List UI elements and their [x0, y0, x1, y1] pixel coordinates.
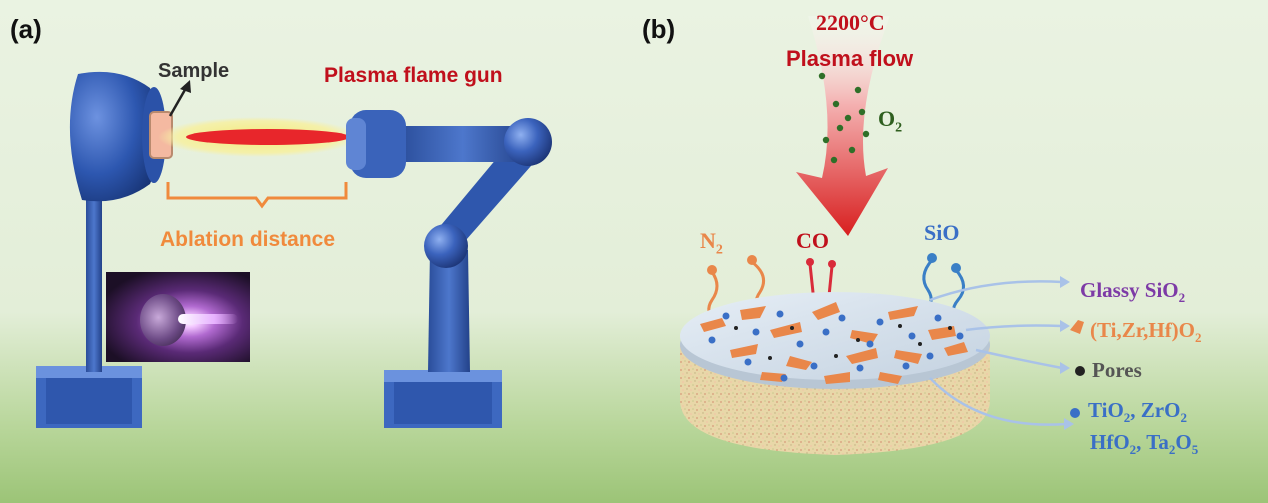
- plasma-gun-label: Plasma flame gun: [324, 64, 503, 87]
- panel-a-tag: (a): [10, 14, 42, 44]
- sample-holder-dome: [69, 71, 173, 202]
- legend-oxide-flakes: (Ti,Zr,Hf)O2: [1090, 318, 1202, 346]
- ablation-distance-label: Ablation distance: [160, 228, 336, 251]
- sample-holder-stand: [36, 196, 142, 428]
- legend-pores: Pores: [1092, 358, 1142, 382]
- sample-label: Sample: [158, 60, 230, 82]
- plasma-gun-arm: [346, 110, 552, 428]
- legend-glassy-sio2: Glassy SiO2: [1080, 278, 1186, 306]
- coating-disc: [680, 292, 990, 455]
- panel-b-tag: (b): [642, 14, 676, 44]
- legend-oxides-line2: HfO2, Ta2O5: [1090, 430, 1199, 458]
- ablation-distance-bracket: [166, 182, 348, 209]
- legend-pointers: [929, 280, 1067, 426]
- legend-pointer-heads: [1060, 276, 1074, 430]
- plasma-test-photo: [106, 272, 250, 362]
- legend-oxides-line1: TiO2, ZrO2: [1088, 398, 1187, 426]
- oxide-dot-legend-marker: [1070, 408, 1080, 418]
- o2-label: O2: [878, 106, 903, 136]
- plasma-flow-label: Plasma flow: [786, 46, 914, 71]
- co-label: CO: [796, 228, 829, 253]
- sample-arrow: [168, 80, 191, 117]
- plasma-flow-arrow: [796, 16, 890, 236]
- temperature-label: 2200°C: [816, 10, 885, 35]
- n2-label: N2: [700, 228, 723, 258]
- plasma-flame: [158, 117, 358, 157]
- oxide-flake-legend-marker: [1070, 320, 1084, 334]
- sio-label: SiO: [924, 220, 960, 245]
- pore-legend-marker: [1075, 366, 1085, 376]
- o2-molecules: [818, 72, 870, 164]
